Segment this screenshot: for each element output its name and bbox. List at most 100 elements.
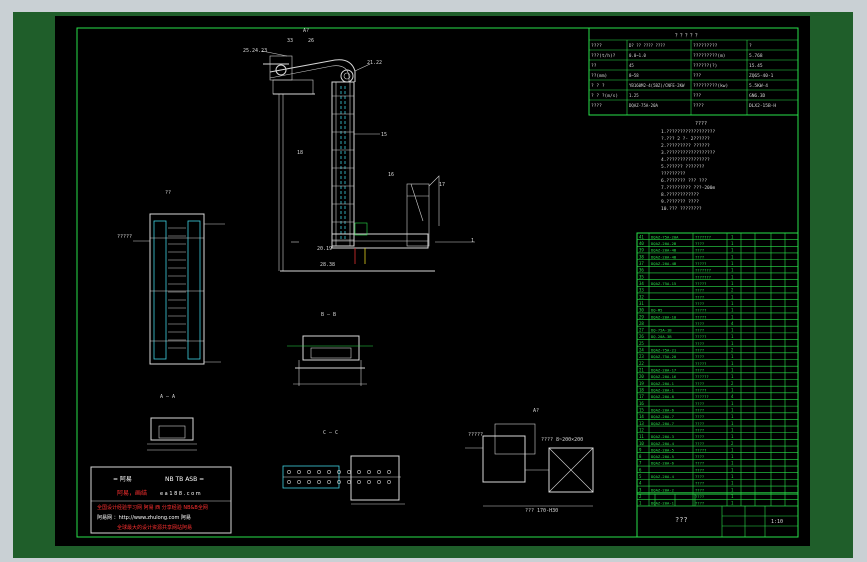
- part-code: DQAZ-75A-20A: [651, 234, 679, 239]
- callout-21-22: 21.22: [367, 60, 382, 66]
- part-number: 17: [639, 394, 644, 399]
- note-line: 6.??????? ??? ???: [661, 178, 707, 184]
- part-qty: 1: [731, 434, 734, 439]
- section-b-b: B — B: [287, 312, 373, 386]
- part-number: 1: [639, 501, 642, 506]
- part-code: DQAZ-20A-10: [651, 314, 677, 319]
- part-qty: 1: [731, 314, 734, 319]
- detail-note: ?????: [468, 432, 483, 438]
- part-qty: 1: [731, 241, 734, 246]
- part-number: 8: [639, 454, 642, 459]
- callout-26: 26: [308, 38, 314, 44]
- note-line: 10.??? ????????: [661, 206, 702, 212]
- part-qty: 1: [731, 248, 734, 253]
- part-qty: 1: [731, 427, 734, 432]
- detail-dim: ??? 170-H30: [525, 508, 558, 514]
- part-name: ????: [695, 368, 704, 373]
- part-code: DQ-M5: [651, 308, 662, 313]
- note-line: 8.????????????: [661, 192, 699, 198]
- part-name: ???????: [695, 268, 711, 273]
- callout-18: 18: [297, 150, 303, 156]
- part-qty: 1: [731, 494, 734, 499]
- note-line: 9.??????? ????: [661, 199, 699, 205]
- part-qty: 1: [731, 401, 734, 406]
- part-qty: 1: [731, 407, 734, 412]
- part-number: 20: [639, 374, 644, 379]
- callout-20-19: 20.19: [317, 246, 332, 252]
- spec-cell: ?????????: [693, 43, 718, 49]
- part-number: 33: [639, 288, 644, 293]
- part-qty: 1: [731, 461, 734, 466]
- spec-cell: 5.5KW-4: [749, 83, 768, 89]
- spec-cell: 5.768: [749, 53, 763, 59]
- spec-cell: 0.0~1.0: [629, 53, 646, 58]
- spec-cell: ??????(?): [693, 63, 717, 69]
- note-line: 4.????????????????: [661, 157, 710, 163]
- part-name: ????: [695, 481, 704, 486]
- part-qty: 1: [731, 354, 734, 359]
- part-code: DQAZ-20A-6: [651, 461, 675, 466]
- part-number: 34: [639, 281, 644, 286]
- part-qty: 1: [731, 334, 734, 339]
- section-a-a: A — A: [147, 394, 197, 451]
- part-number: 27: [639, 328, 644, 333]
- section-cc-title: C — C: [323, 430, 338, 436]
- part-code: DQAZ-20A-4B: [651, 254, 677, 259]
- drawing-sheet[interactable]: ？？？？？ ????D? ?? ???? ?????????????????(t…: [55, 16, 810, 546]
- detail-a-title: A?: [533, 408, 539, 414]
- part-code: DQAZ-20A-1: [651, 501, 675, 506]
- part-name: ????: [695, 407, 704, 412]
- part-qty: 1: [731, 328, 734, 333]
- part-code: DQAZ-20A-5: [651, 454, 674, 459]
- part-qty: 2: [731, 441, 734, 446]
- elevator-elevation-view: 25.24.23 33 26 A? 21.22 15 18 16 17 20.1…: [243, 28, 475, 272]
- note-line: 1.??????????????????: [661, 129, 715, 135]
- part-name: ????: [695, 328, 704, 333]
- part-name: ?????: [695, 281, 706, 286]
- spec-cell: ???(t/h)?: [591, 53, 616, 59]
- spec-cell: 1.25: [629, 93, 639, 98]
- part-number: 3: [639, 487, 642, 492]
- part-code: DQAZ-20A-6: [651, 407, 675, 412]
- watermark-stamp: = 阿易 NB TB ASB = 阿易，画结 e a 1 8 8 . c o m…: [90, 466, 232, 534]
- part-qty: 1: [731, 341, 734, 346]
- part-code: DQAZ-20A-1: [651, 388, 675, 393]
- part-code: DQAZ-20A-4B: [651, 248, 677, 253]
- tech-notes: ???? 1.?????????????????? ?.??? 2 ?- 2??…: [661, 121, 715, 212]
- part-name: ????: [695, 288, 704, 293]
- part-code: DQAZ-75A-20: [651, 354, 677, 359]
- part-name: ????: [695, 241, 704, 246]
- part-code: DQAZ-20A-7: [651, 414, 674, 419]
- part-number: 15: [639, 407, 644, 412]
- cad-canvas[interactable]: ？？？？？ ????D? ?? ???? ?????????????????(t…: [55, 16, 810, 546]
- part-qty: 1: [731, 268, 734, 273]
- spec-cell: ???: [693, 93, 701, 99]
- part-code: DQ-75A-1B: [651, 328, 672, 333]
- part-qty: 4: [731, 394, 734, 399]
- part-number: 14: [639, 414, 644, 419]
- spec-cell: ????: [693, 103, 704, 109]
- part-name: ???????: [695, 274, 711, 279]
- part-number: 13: [639, 421, 644, 426]
- part-number: 41: [639, 234, 644, 239]
- part-number: 10: [639, 441, 644, 446]
- part-name: ????: [695, 401, 704, 406]
- part-name: ???????: [695, 234, 711, 239]
- part-name: ????: [695, 454, 704, 459]
- part-number: 25: [639, 341, 644, 346]
- part-number: 36: [639, 268, 644, 273]
- detail-dim-2: ???? 8~200×200: [541, 437, 583, 443]
- part-code: DQAZ-20A-7: [651, 421, 674, 426]
- plan-view-dim: ?????: [117, 234, 132, 240]
- part-number: 32: [639, 294, 644, 299]
- part-number: 40: [639, 241, 644, 246]
- watermark-line5: 全球最大的设计资源共享网站阿易: [117, 524, 192, 531]
- part-name: ?????: [695, 314, 706, 319]
- part-code: DQAZ-75A-15: [651, 281, 676, 286]
- part-name: ????: [695, 348, 704, 353]
- part-number: 28: [639, 321, 644, 326]
- part-qty: 2: [731, 348, 734, 353]
- part-number: 11: [639, 434, 644, 439]
- spec-cell: DLX2-15B-H: [749, 103, 776, 109]
